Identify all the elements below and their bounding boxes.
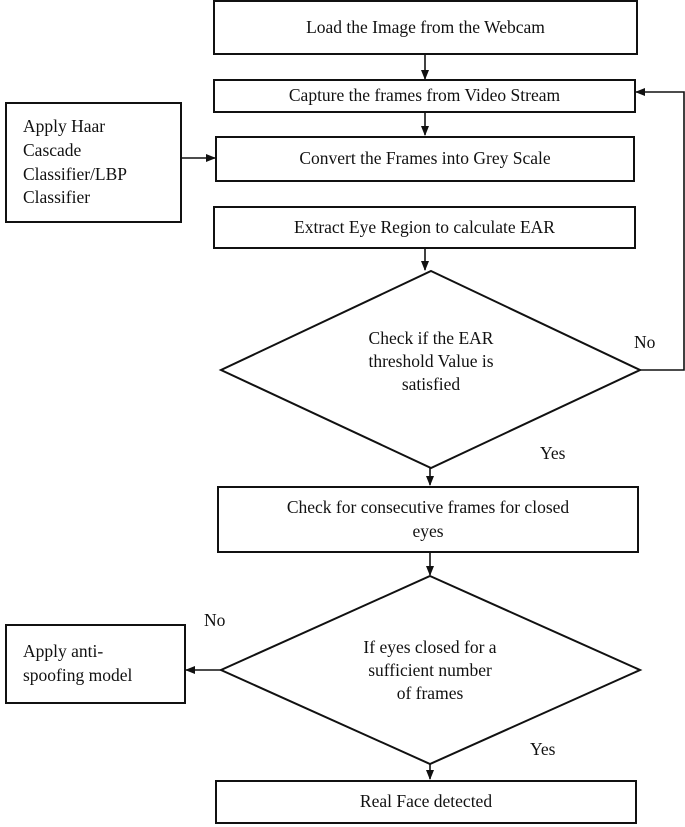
- step-check-consecutive: Check for consecutive frames for closed …: [217, 486, 639, 553]
- branch-label-ear-yes: Yes: [540, 443, 566, 463]
- branch-label-closed-no: No: [204, 610, 226, 630]
- step-capture-frames: Capture the frames from Video Stream: [213, 79, 636, 113]
- step-anti-spoofing: Apply anti- spoofing model: [5, 624, 186, 704]
- decision-ear-threshold-shape: [218, 269, 643, 470]
- step-apply-classifier: Apply Haar Cascade Classifier/LBP Classi…: [5, 102, 182, 223]
- decision-eyes-closed-text: If eyes closed for a sufficient number o…: [363, 637, 497, 703]
- branch-label-ear-no: No: [634, 332, 656, 352]
- step-convert-grey: Convert the Frames into Grey Scale: [215, 136, 635, 182]
- decision-eyes-closed-shape: [218, 574, 643, 766]
- step-load-image: Load the Image from the Webcam: [213, 0, 638, 55]
- step-real-face: Real Face detected: [215, 780, 637, 824]
- decision-ear-threshold-text: Check if the EAR threshold Value is sati…: [368, 328, 494, 394]
- step-extract-eye-region: Extract Eye Region to calculate EAR: [213, 206, 636, 249]
- arrow-no-loop-to-capture: [635, 88, 685, 371]
- branch-label-closed-yes: Yes: [530, 739, 556, 759]
